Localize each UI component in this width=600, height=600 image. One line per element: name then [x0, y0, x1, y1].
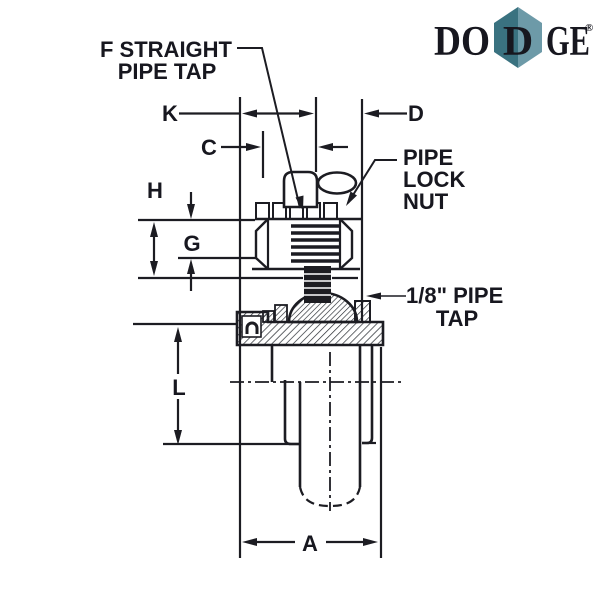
- pipe-lock-nut: [138, 217, 362, 280]
- logo-registered-mark: ®: [585, 22, 593, 34]
- threaded-stud: [304, 266, 331, 303]
- lock-nut-leader: [347, 159, 397, 204]
- extension-lines: [133, 97, 383, 558]
- label-h: H: [147, 178, 163, 203]
- label-pipe-lock-2: LOCK: [403, 167, 465, 192]
- grease-fitting-assembly: [138, 170, 362, 303]
- leader-arrowheads: [295, 191, 381, 300]
- pipe-threads: [291, 224, 339, 263]
- label-k: K: [162, 101, 178, 126]
- label-eighth-tap-2: TAP: [436, 306, 478, 331]
- f-tap-leader: [237, 47, 301, 209]
- housing-and-shaft: [230, 345, 404, 511]
- label-c: C: [201, 135, 217, 160]
- label-g: G: [183, 231, 200, 256]
- label-d: D: [408, 101, 424, 126]
- lube-hole-window: [241, 315, 262, 338]
- label-f-tap-1: F STRAIGHT: [100, 37, 233, 62]
- dodge-logo: DO D GE ®: [434, 7, 593, 68]
- label-f-tap-2: PIPE TAP: [118, 59, 217, 84]
- label-pipe-lock-1: PIPE: [403, 145, 453, 170]
- logo-diamond-left: [494, 7, 518, 68]
- logo-diamond-right: [518, 7, 542, 68]
- label-l: L: [172, 375, 185, 400]
- label-a: A: [302, 531, 318, 556]
- logo-text-d: D: [503, 19, 533, 65]
- leader-lines: [237, 47, 406, 297]
- dimension-labels: F STRAIGHT PIPE TAP K C D H G L A PIPE L…: [100, 37, 503, 556]
- dimension-arrowheads: [150, 109, 379, 546]
- logo-text-ge: GE: [546, 19, 590, 65]
- label-pipe-lock-3: NUT: [403, 189, 449, 214]
- logo-text-do: DO: [434, 19, 490, 65]
- label-eighth-tap-1: 1/8" PIPE: [406, 283, 503, 308]
- fitting-cap-ellipse: [316, 171, 358, 195]
- relief-cap: [282, 170, 319, 209]
